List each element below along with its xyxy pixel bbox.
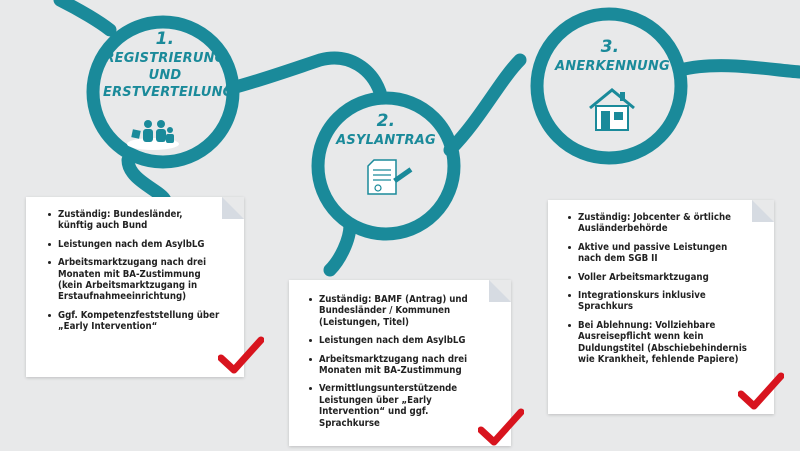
list-item: Aktive und passive Leistungen nach dem S… [568, 242, 750, 265]
step-3-title: 3. ANERKENNUNG [555, 36, 670, 75]
step-3-list: Zuständig: Jobcenter & örtliche Auslände… [548, 200, 774, 365]
step-1-title-line-1: REGISTRIERUNG [104, 51, 226, 66]
step-2-title: 2. ASYLANTRAG [336, 110, 436, 149]
house-icon [589, 88, 635, 131]
list-item: Arbeitsmarktzugang nach drei Monaten mit… [48, 257, 220, 303]
step-3-ring [530, 7, 688, 165]
list-item: Zuständig: Bundesländer, künftig auch Bu… [48, 209, 220, 232]
list-item: Vermittlungsunterstützende Leistungen üb… [309, 383, 489, 429]
path-tail-mid [323, 218, 357, 277]
checkmark-icon [478, 408, 524, 446]
list-item: Voller Arbeitsmarktzugang [568, 272, 750, 283]
step-2-list: Zuständig: BAMF (Antrag) und Bundeslände… [289, 280, 511, 429]
path-connector-2-3 [443, 53, 527, 157]
step-2-number: 2. [376, 111, 396, 131]
step-3-card: Zuständig: Jobcenter & örtliche Auslände… [548, 200, 774, 414]
step-1-number: 1. [155, 29, 175, 49]
list-item: Integrationskurs inklusive Sprachkurs [568, 290, 750, 313]
step-3-title-line-1: ANERKENNUNG [555, 59, 670, 74]
list-item: Arbeitsmarktzugang nach drei Monaten mit… [309, 354, 489, 377]
card-fold [222, 197, 244, 219]
step-1-title-line-2: UND [148, 68, 182, 83]
checkmark-icon [738, 372, 784, 410]
list-item: Bei Ablehnung: Vollziehbare Ausreisepfli… [568, 320, 750, 366]
step-1-list: Zuständig: Bundesländer, künftig auch Bu… [26, 197, 244, 333]
list-item: Leistungen nach dem AsylbLG [309, 335, 489, 346]
path-tail-right [673, 59, 800, 79]
family-icon [127, 120, 179, 150]
list-item: Leistungen nach dem AsylbLG [48, 239, 220, 250]
list-item: Ggf. Kompetenzfeststellung über „Early I… [48, 309, 220, 333]
document-pen-icon [367, 159, 413, 195]
step-1-card: Zuständig: Bundesländer, künftig auch Bu… [26, 197, 244, 377]
list-item: Zuständig: Jobcenter & örtliche Auslände… [568, 212, 750, 235]
card-fold [752, 200, 774, 222]
path-connector-1-2 [225, 51, 387, 99]
step-2-card: Zuständig: BAMF (Antrag) und Bundeslände… [289, 280, 511, 446]
checkmark-icon [218, 336, 264, 374]
step-1-title-line-3: ERSTVERTEILUNG [103, 85, 234, 100]
card-fold [489, 280, 511, 302]
step-1-title: 1. REGISTRIERUNG UND ERSTVERTEILUNG [103, 28, 233, 101]
step-2-ring [311, 91, 461, 241]
path-tail-top [53, 0, 117, 37]
step-2-title-line-1: ASYLANTRAG [336, 133, 436, 148]
step-3-number: 3. [600, 37, 620, 57]
list-item: Zuständig: BAMF (Antrag) und Bundeslände… [309, 294, 489, 328]
